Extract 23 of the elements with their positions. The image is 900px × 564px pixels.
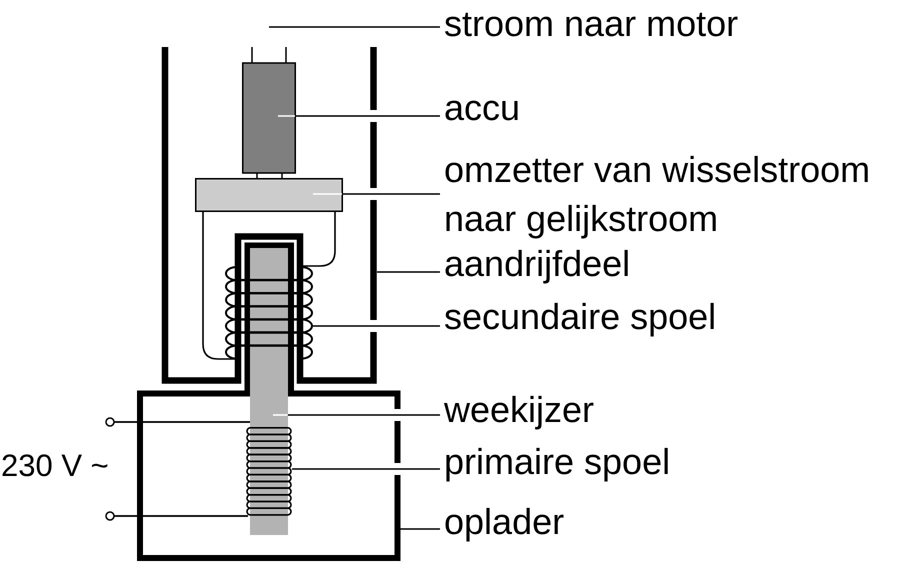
part-label: aandrijfdeel xyxy=(444,242,630,286)
leader-line xyxy=(343,193,440,195)
leader-line xyxy=(400,528,440,530)
part-label: secundaire spoel xyxy=(444,295,716,339)
wire xyxy=(202,212,236,360)
battery-block xyxy=(242,46,296,180)
leader-line xyxy=(296,115,440,117)
wire xyxy=(303,212,336,267)
secondary-coil xyxy=(225,266,313,360)
leader-line xyxy=(313,325,440,327)
part-label: stroom naar motor xyxy=(444,2,738,46)
converter-block xyxy=(195,178,343,212)
voltage-label: 230 V ~ xyxy=(1,447,109,485)
part-label: weekijzer xyxy=(444,388,594,432)
leader-line xyxy=(269,26,440,28)
leader-line xyxy=(292,468,440,470)
leader-line xyxy=(377,271,440,273)
part-label: accu xyxy=(444,86,520,130)
part-label: primaire spoel xyxy=(444,440,670,484)
charger-outline xyxy=(137,242,400,561)
primary-coil xyxy=(246,427,292,516)
leader-line xyxy=(288,414,440,416)
part-label: oplader xyxy=(444,500,564,544)
